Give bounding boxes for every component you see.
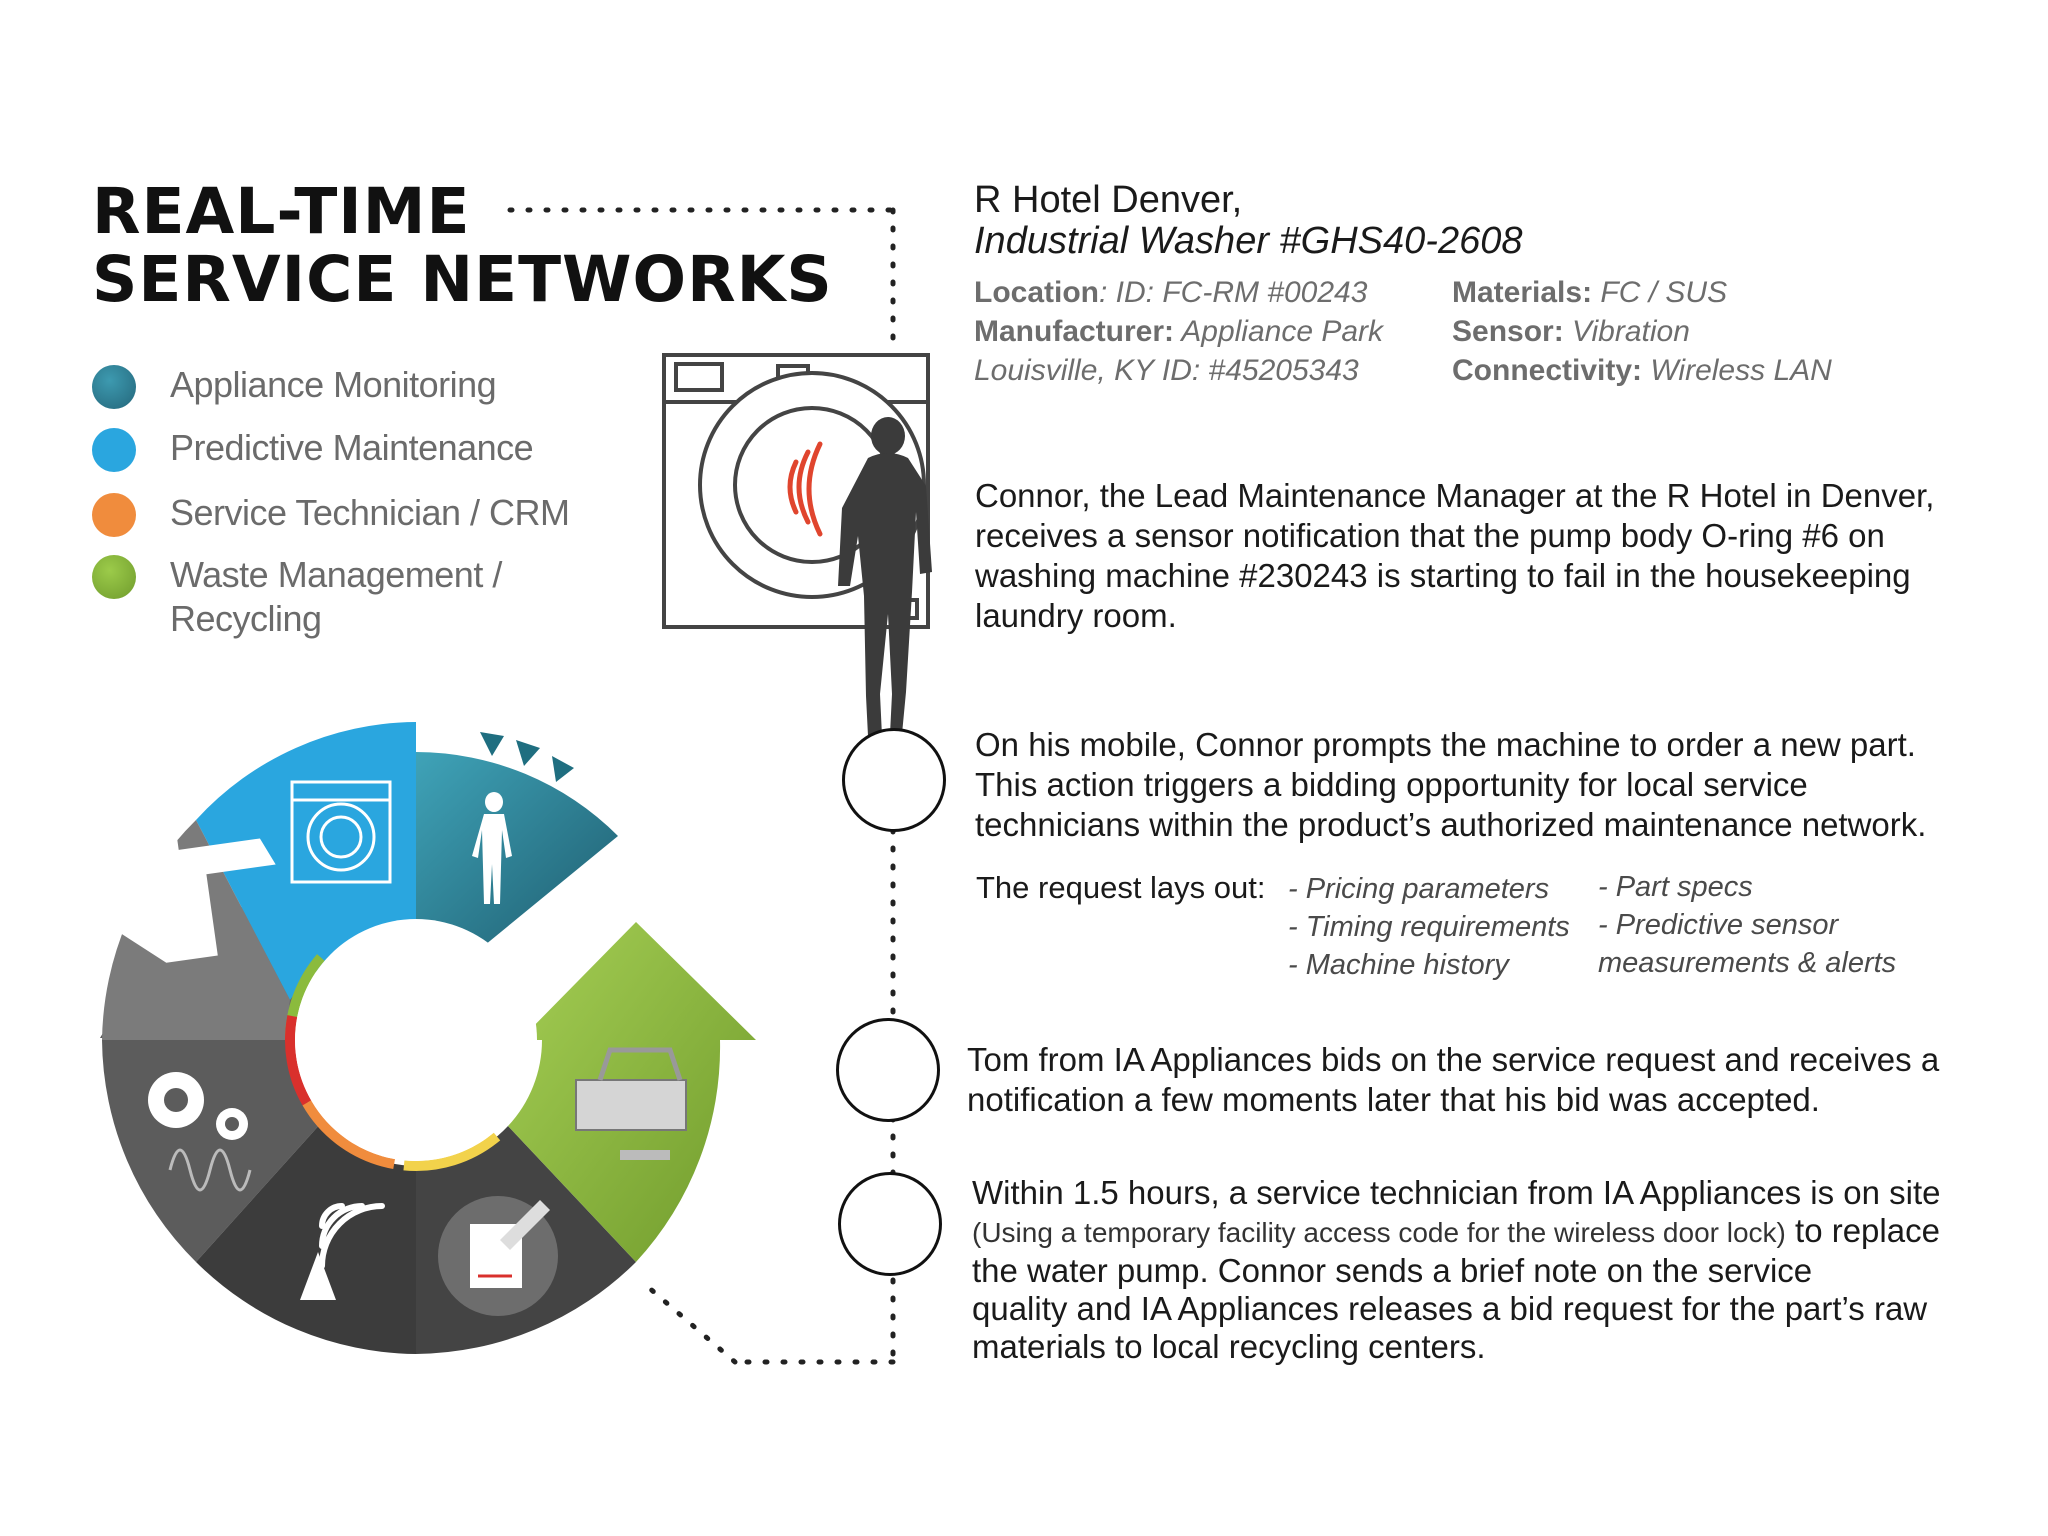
text-line: Within 1.5 hours, a service technician f… — [972, 1174, 1941, 1211]
person-small-icon — [472, 792, 512, 904]
spec-key: Manufacturer: — [974, 315, 1175, 348]
triangle-markers — [480, 732, 574, 782]
hotel-name: R Hotel Denver, — [974, 179, 1243, 221]
text-line: materials to local recycling centers. — [972, 1328, 1486, 1365]
teal-segment — [416, 752, 618, 945]
person-silhouette-icon — [838, 417, 932, 736]
request-label: The request lays out: — [976, 870, 1266, 905]
spec-value: Appliance Park — [1174, 315, 1384, 348]
tools-icon — [575, 1047, 687, 1160]
spec-connectivity: Connectivity: Wireless LAN — [1452, 352, 1832, 390]
gears-icon — [148, 1072, 248, 1140]
text-line: laundry room. — [975, 597, 1177, 634]
step-3-text: Tom from IA Appliances bids on the servi… — [967, 1040, 1939, 1120]
spec-materials: Materials: FC / SUS — [1452, 274, 1727, 312]
step-circle-1 — [842, 728, 946, 832]
legend-label: Service Technician / CRM — [170, 492, 570, 533]
request-item: - Part specs — [1598, 871, 1753, 903]
text-line: technicians within the product’s authori… — [975, 806, 1927, 843]
text-line: notification a few moments later that hi… — [967, 1081, 1820, 1118]
step-4-text: Within 1.5 hours, a service technician f… — [972, 1174, 1940, 1366]
legend-label: Waste Management / — [170, 554, 502, 595]
spec-location: Location: ID: FC-RM #00243 — [974, 274, 1367, 312]
title-line-1: REAL-TIME — [92, 175, 471, 248]
legend-label-cont: Recycling — [170, 598, 322, 639]
antenna-icon — [300, 1252, 336, 1300]
title-line-2: SERVICE NETWORKS — [92, 243, 833, 316]
washer-small-icon — [290, 780, 392, 884]
washer-name: Industrial Washer #GHS40-2608 — [974, 220, 1523, 262]
step-2-text: On his mobile, Connor prompts the machin… — [975, 725, 1926, 845]
document-pen-icon — [438, 1196, 558, 1316]
blue-dot-icon — [92, 428, 136, 472]
spec-manufacturer-cont: Louisville, KY ID: #45205343 — [974, 352, 1359, 390]
spec-sensor: Sensor: Vibration — [1452, 313, 1690, 351]
legend-item-predictive-maintenance: Predictive Maintenance — [92, 426, 534, 472]
text-line: washing machine #230243 is starting to f… — [975, 557, 1911, 594]
vibration-icon — [787, 441, 823, 537]
down-arrow-icon — [101, 810, 276, 963]
spec-key: Connectivity: — [1452, 354, 1643, 387]
text-line: This action triggers a bidding opportuni… — [975, 766, 1808, 803]
spec-value: FC / SUS — [1592, 276, 1728, 309]
spec-value: Louisville, KY ID: #45205343 — [974, 354, 1359, 387]
spec-value: : ID: FC-RM #00243 — [1099, 276, 1368, 309]
dotted-connector — [507, 207, 896, 1365]
green-dot-icon — [92, 555, 136, 599]
spec-value: Vibration — [1563, 315, 1690, 348]
text-line: (Using a temporary facility access code … — [972, 1212, 1940, 1252]
spec-key: Location — [974, 276, 1099, 309]
legend-item-appliance-monitoring: Appliance Monitoring — [92, 363, 497, 409]
legend-label: Appliance Monitoring — [170, 364, 497, 405]
text-line: Connor, the Lead Maintenance Manager at … — [975, 477, 1935, 514]
teal-dot-icon — [92, 365, 136, 409]
page-title: REAL-TIME SERVICE NETWORKS — [92, 178, 833, 314]
request-item: - Machine history — [1288, 949, 1509, 981]
legend-item-waste-management: Waste Management / Recycling — [92, 553, 502, 641]
text-line: the water pump. Connor sends a brief not… — [972, 1252, 1813, 1289]
wireless-segment — [196, 1122, 416, 1354]
request-item: - Pricing parameters — [1288, 873, 1550, 905]
cycle-diagram — [100, 722, 756, 1354]
spec-key: Sensor: — [1452, 315, 1564, 348]
wave-icon — [168, 1148, 252, 1192]
access-note: (Using a temporary facility access code … — [972, 1217, 1786, 1248]
step-circle-2 — [836, 1018, 940, 1122]
blue-segment — [196, 722, 416, 1000]
legend-label: Predictive Maintenance — [170, 427, 534, 468]
spec-manufacturer: Manufacturer: Appliance Park — [974, 313, 1383, 351]
text-line: quality and IA Appliances releases a bid… — [972, 1290, 1928, 1327]
spec-value: Wireless LAN — [1642, 354, 1832, 387]
text-line: On his mobile, Connor prompts the machin… — [975, 726, 1916, 763]
request-item: - Timing requirements — [1288, 911, 1570, 943]
step-1-text: Connor, the Lead Maintenance Manager at … — [975, 476, 1934, 636]
request-item: measurements & alerts — [1598, 947, 1897, 979]
request-item: - Predictive sensor — [1598, 909, 1839, 941]
wireless-signal-icon — [319, 1203, 385, 1269]
text-line: Tom from IA Appliances bids on the servi… — [967, 1041, 1940, 1078]
orange-dot-icon — [92, 493, 136, 537]
step-circle-3 — [838, 1172, 942, 1276]
legend-label-group: Waste Management / Recycling — [170, 553, 502, 641]
spec-key: Materials: — [1452, 276, 1593, 309]
text-span: to replace — [1785, 1212, 1940, 1249]
text-line: receives a sensor notification that the … — [975, 517, 1885, 554]
legend-item-service-technician: Service Technician / CRM — [92, 491, 570, 537]
